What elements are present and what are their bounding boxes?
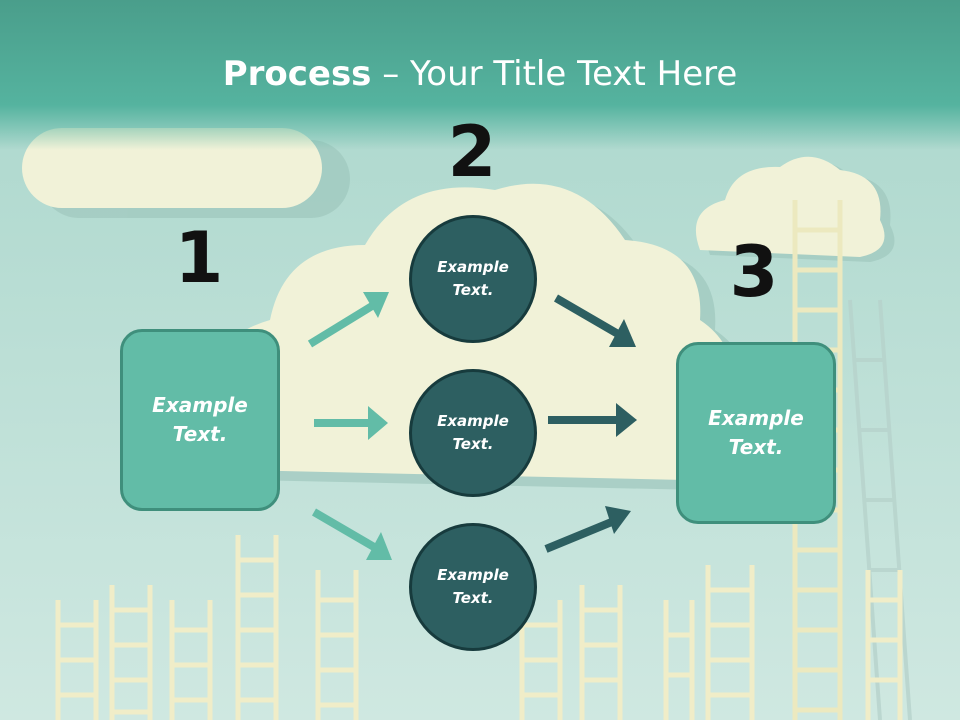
circle-bottom-label: Example Text. <box>437 566 509 607</box>
title-rest: – Your Title Text Here <box>371 54 738 94</box>
step-2-circle-middle: Example Text. <box>409 369 537 497</box>
slide-title: Process – Your Title Text Here <box>0 52 960 96</box>
step-number-1: 1 <box>174 217 224 299</box>
circle-middle-label: Example Text. <box>437 412 509 453</box>
arrow-top-to-3 <box>553 294 636 347</box>
arrow-1-to-bottom <box>311 508 392 560</box>
arrow-1-to-middle <box>314 406 388 440</box>
step-3-box: Example Text. <box>676 342 836 524</box>
step-2-circle-bottom: Example Text. <box>409 523 537 651</box>
step-number-2: 2 <box>447 111 497 193</box>
arrow-1-to-top <box>307 292 389 348</box>
arrow-bottom-to-3 <box>544 506 631 553</box>
title-strong: Process <box>222 54 372 94</box>
step-1-box-label: Example Text. <box>152 393 248 446</box>
arrow-middle-to-3 <box>548 403 637 437</box>
step-3-box-label: Example Text. <box>708 406 804 459</box>
title-bar <box>0 0 960 150</box>
step-number-3: 3 <box>729 231 779 313</box>
circle-top-label: Example Text. <box>437 258 509 299</box>
step-2-circle-top: Example Text. <box>409 215 537 343</box>
step-1-box: Example Text. <box>120 329 280 511</box>
